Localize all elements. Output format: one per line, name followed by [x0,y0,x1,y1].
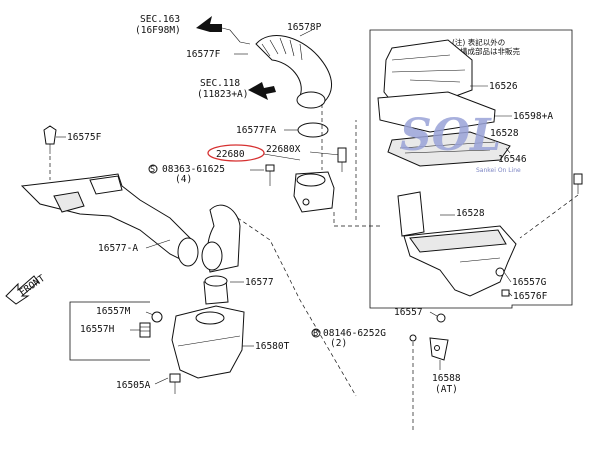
watermark-logo: SOL [400,110,501,161]
label-16598a: 16598+A [513,111,553,122]
collar-16557m [151,311,163,323]
air-cleaner-frame [369,29,573,309]
label-front: FRONT [17,273,47,299]
air-cleaner-cover [377,39,496,133]
air-cleaner-case [397,191,517,297]
clip-16575f [43,125,57,154]
label-22680x: 22680X [266,144,301,155]
label-16526: 16526 [489,81,518,92]
label-16577a: 16577-A [98,243,138,254]
label-16577fa: 16577FA [236,125,276,136]
mass-air-flow-sensor [293,171,335,213]
label-16576f: 16576F [513,291,548,302]
label-sec163: SEC.163 [140,14,180,25]
air-duct-16577a [20,173,199,267]
grommet-16557h [139,322,151,338]
label-16528-lower: 16528 [456,208,485,219]
guide-left-to-bottom [225,209,357,397]
label-sec163-ref: (16F98M) [135,25,181,36]
label-16588-at: (AT) [435,384,458,395]
resonator-16580t [171,305,245,379]
front-arrow-icon [5,275,39,305]
label-sec118-ref: (11823+A) [197,89,248,100]
grommet-16557g [495,267,505,277]
arrow-sec163-icon [196,16,222,32]
label-08146-qty: (2) [330,338,347,349]
screw-08363 [265,164,275,186]
label-16575f: 16575F [67,132,102,143]
label-16577: 16577 [245,277,274,288]
label-16557g: 16557G [512,277,547,288]
intake-duct-hose [255,35,332,109]
label-16505a: 16505A [116,380,151,391]
intake-hose-16577 [201,204,241,305]
label-22680: 22680 [216,149,245,160]
bolt-16576f [501,289,510,297]
label-16557m: 16557M [96,306,131,317]
label-08363-qty: (4) [175,174,192,185]
label-16557: 16557 [394,307,423,318]
note-line-1: (注) 表記以外の [452,37,505,47]
highlight-ring-22680 [207,144,265,162]
label-16578p: 16578P [287,22,322,33]
clamp-16577fa [297,122,329,138]
sol-watermark: SOL Sankei On Line [400,110,521,174]
label-sec118: SEC.118 [200,78,240,89]
label-08363: 08363-61625 [162,164,225,175]
label-16588: 16588 [432,373,461,384]
label-16546: 16546 [498,154,527,165]
arrow-sec118-icon [248,82,276,100]
watermark-tagline: Sankei On Line [476,167,521,174]
grommet-16557 [436,313,446,323]
mounting-bolt-right [573,173,583,194]
guide-maf-to-case [333,212,380,227]
label-16580t: 16580T [255,341,290,352]
label-16577f: 16577F [186,49,221,60]
svg-text:B: B [313,329,318,339]
sensor-connector [337,147,347,172]
svg-text:S: S [150,165,155,175]
bolt-08363-symbol [148,164,158,174]
label-16557h: 16557H [80,324,115,335]
bolt-16505a [169,373,181,394]
resonator-sub-box [69,301,150,361]
label-08146: 08146-6252G [323,328,386,339]
filter-element [387,131,511,167]
note-line-2: 構成部品は非販売 [460,46,520,56]
bracket-16588 [409,334,449,361]
label-16528-upper: 16528 [490,128,519,139]
